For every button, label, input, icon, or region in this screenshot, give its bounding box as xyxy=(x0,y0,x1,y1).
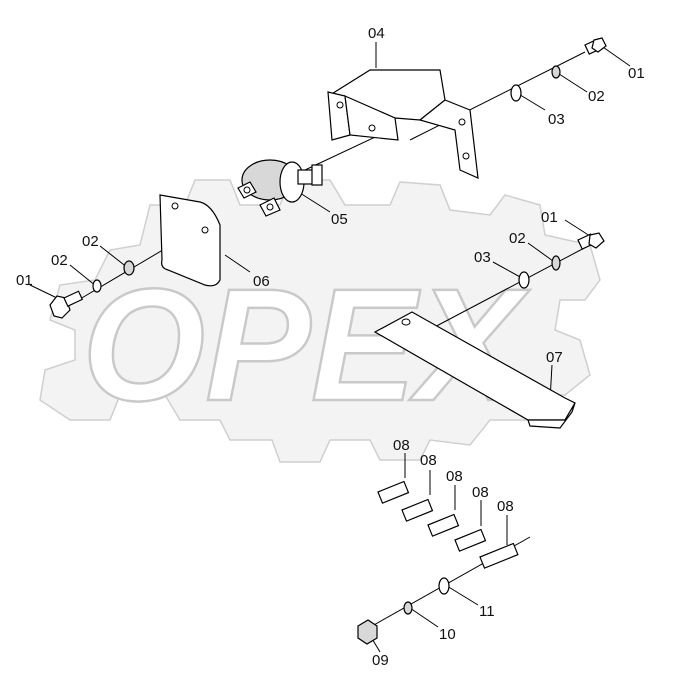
bracket-04 xyxy=(327,69,479,179)
label-03-mid: 03 xyxy=(474,249,491,266)
label-02-left-a: 02 xyxy=(82,233,99,250)
label-09: 09 xyxy=(372,652,389,669)
label-08-a: 08 xyxy=(393,437,410,454)
part-labels: 01 02 03 04 05 06 02 02 01 01 02 03 07 0… xyxy=(16,25,645,669)
washer-03-mid xyxy=(518,271,530,289)
label-08-e: 08 xyxy=(497,498,514,515)
stud-08-e xyxy=(479,542,519,569)
opex-watermark: OPEX xyxy=(39,179,601,463)
label-03-top: 03 xyxy=(548,111,565,128)
label-08-d: 08 xyxy=(472,484,489,501)
washer-02-top xyxy=(551,65,561,79)
washer-03-top xyxy=(510,84,522,102)
stud-08-d xyxy=(454,528,487,552)
label-07: 07 xyxy=(546,349,563,366)
nut-09 xyxy=(357,619,378,645)
plate-06 xyxy=(159,194,221,287)
label-08-b: 08 xyxy=(420,452,437,469)
switch-05 xyxy=(237,159,323,217)
label-02-mid: 02 xyxy=(509,230,526,247)
bolt-01-mid xyxy=(577,232,605,250)
bolt-01-top xyxy=(584,37,607,55)
label-02-top: 02 xyxy=(588,88,605,105)
washer-02-left-b xyxy=(123,260,135,276)
label-04: 04 xyxy=(368,25,385,42)
stud-08-c xyxy=(427,513,460,537)
bracket-07 xyxy=(373,311,576,429)
label-01-left: 01 xyxy=(16,272,33,289)
label-08-c: 08 xyxy=(446,468,463,485)
label-05: 05 xyxy=(331,211,348,228)
label-02-left-b: 02 xyxy=(51,252,68,269)
label-06: 06 xyxy=(253,273,270,290)
stud-08-b xyxy=(401,498,434,522)
bolt-01-left xyxy=(49,290,84,319)
washer-11 xyxy=(438,577,450,595)
stud-08-a xyxy=(377,480,410,504)
label-10: 10 xyxy=(439,626,456,643)
washer-10 xyxy=(403,601,413,615)
studs-08 xyxy=(377,480,519,569)
label-01-mid: 01 xyxy=(541,209,558,226)
washer-02-left-a xyxy=(92,279,102,293)
label-01-top: 01 xyxy=(628,65,645,82)
washer-02-mid xyxy=(551,255,561,271)
label-11: 11 xyxy=(479,603,495,620)
